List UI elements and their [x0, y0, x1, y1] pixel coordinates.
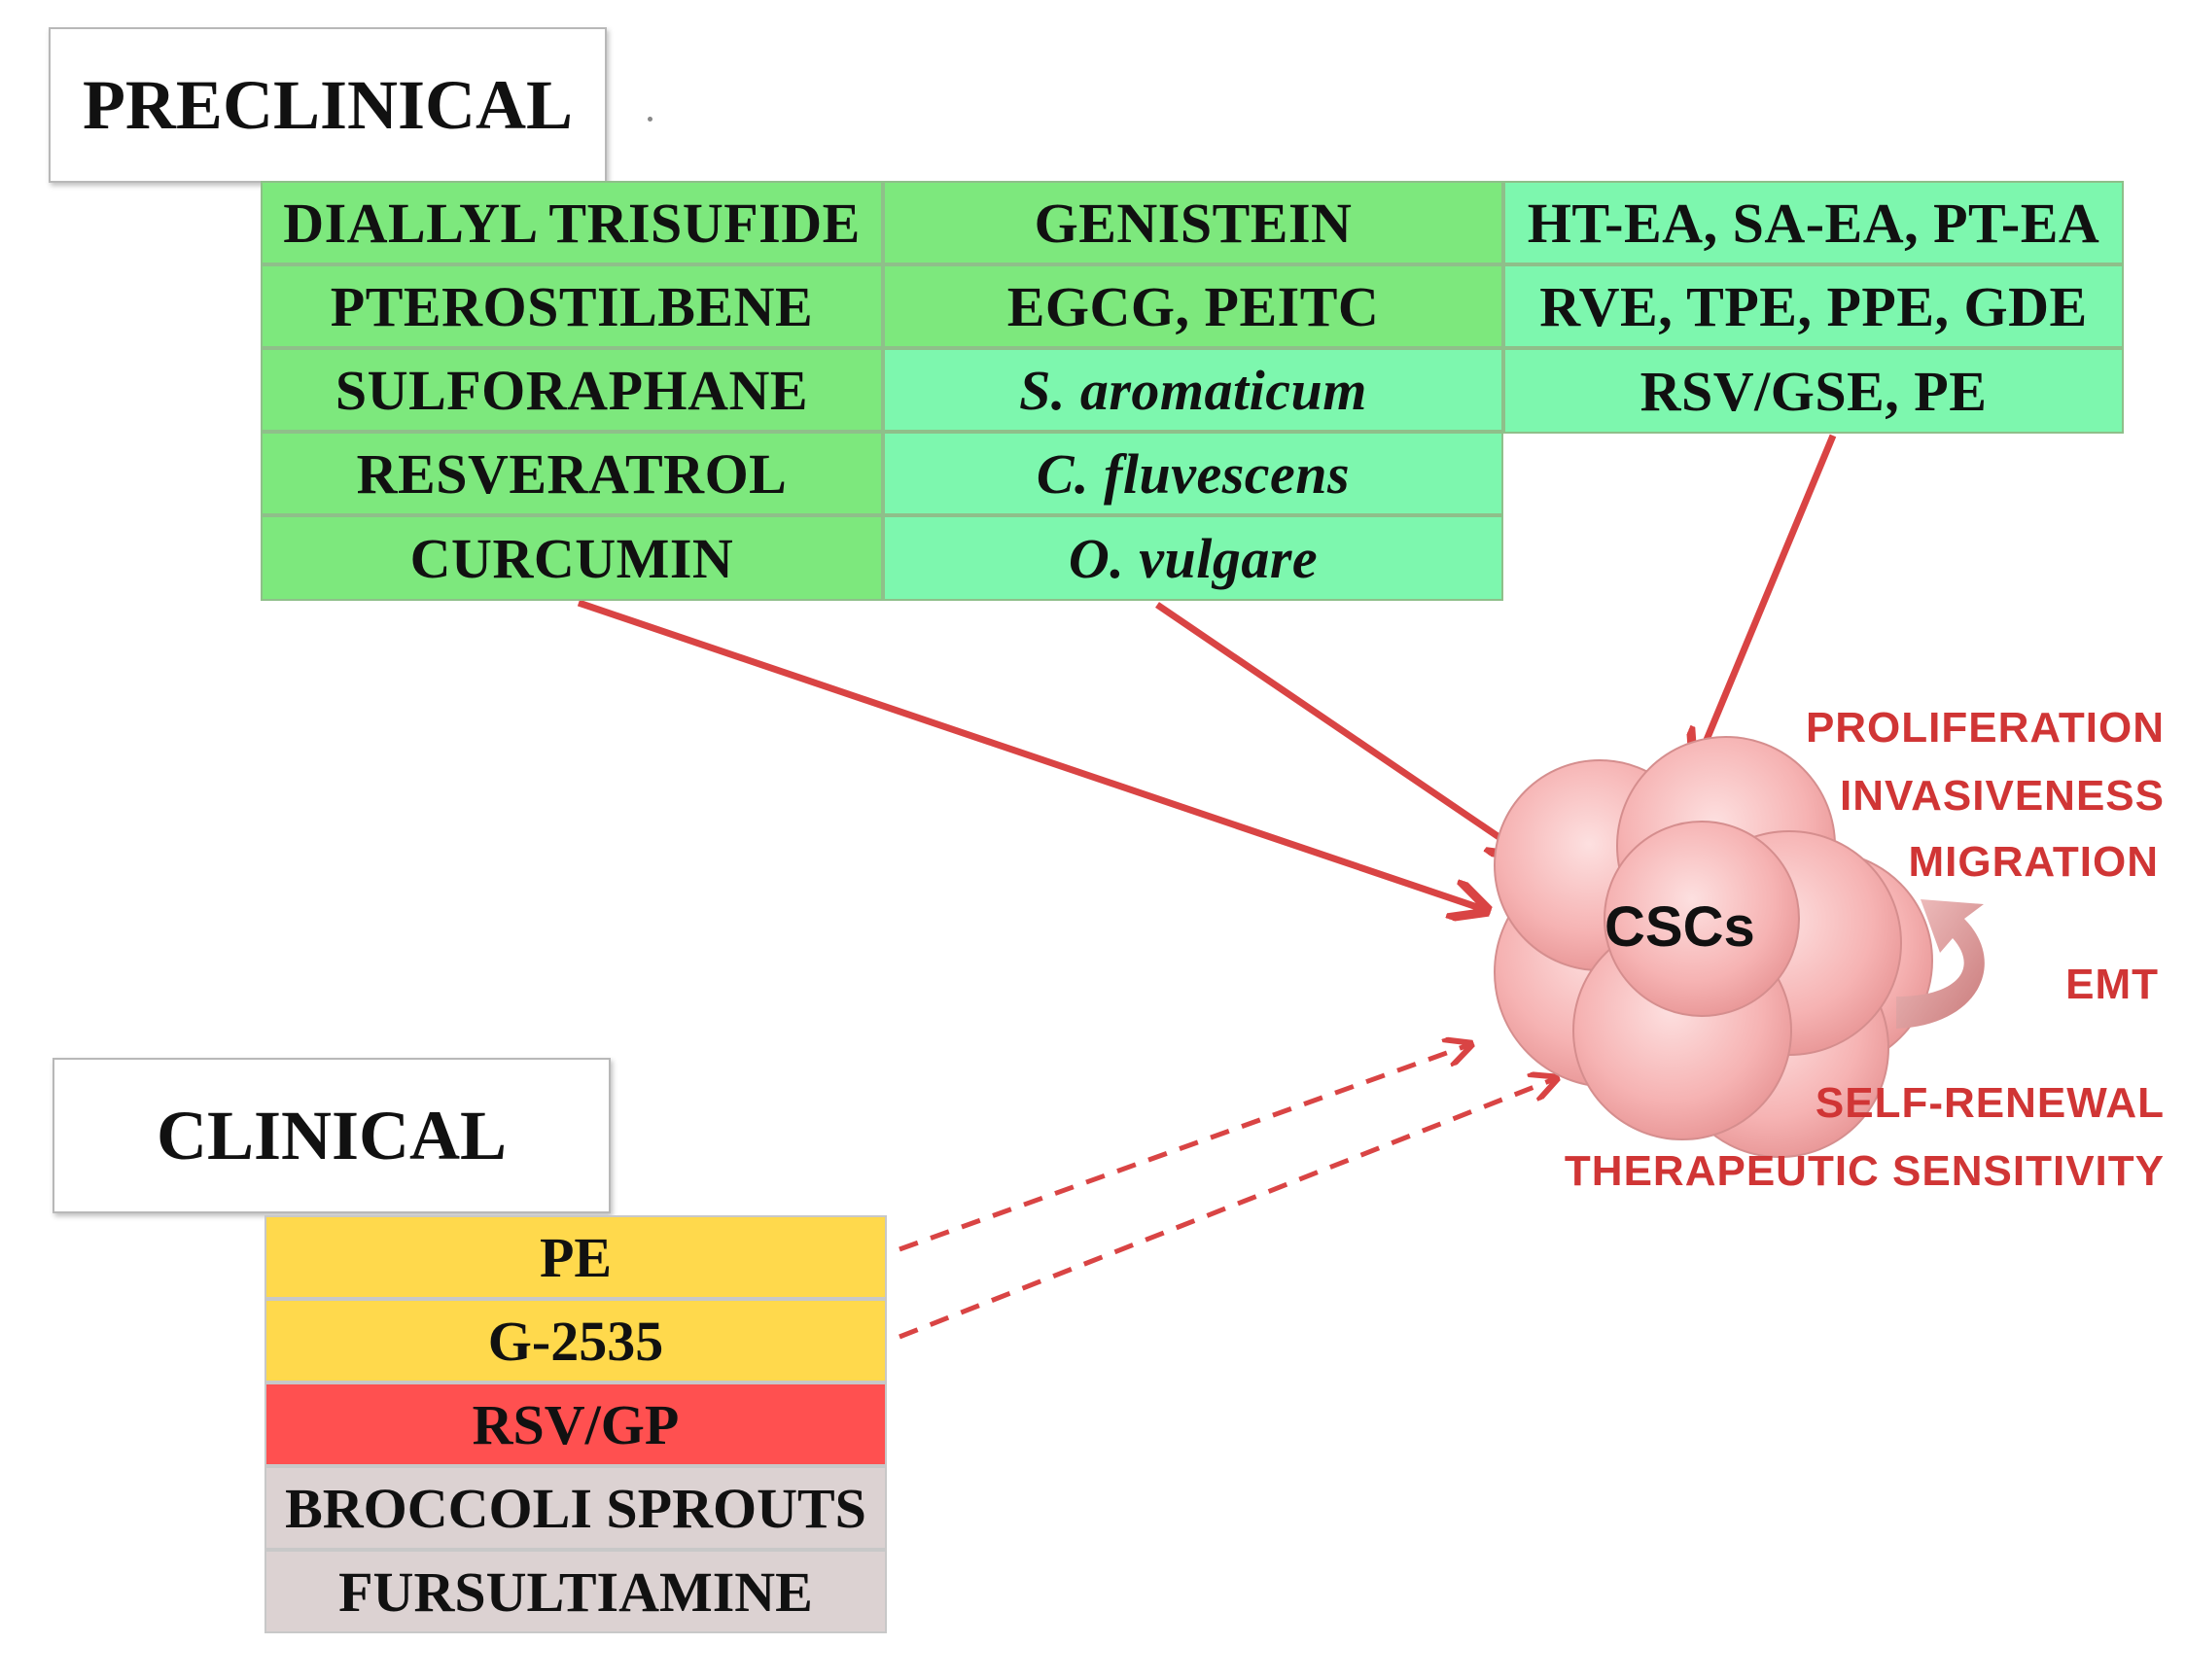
effect-migration: MIGRATION: [1908, 838, 2159, 886]
effect-therapeutic-sensitivity: THERAPEUTIC SENSITIVITY: [1564, 1147, 2165, 1195]
preclinical-col1-row5: CURCUMIN: [261, 515, 883, 601]
effect-emt: EMT: [2065, 961, 2159, 1008]
preclinical-col2-row4: C. fluvescens: [883, 432, 1503, 515]
preclinical-col3-row3: RSV/GSE, PE: [1503, 348, 2124, 434]
effect-invasiveness: INVASIVENESS: [1840, 772, 2165, 820]
preclinical-col1-row1: DIALLYL TRISUFIDE: [261, 181, 883, 264]
clinical-item-broccoli-sprouts: BROCCOLI SPROUTS: [264, 1466, 887, 1550]
cscs-label: CSCs: [1604, 895, 1755, 959]
clinical-item-fursultiamine: FURSULTIAMINE: [264, 1550, 887, 1633]
dashed-arrow-pe-to-cscs: [899, 1045, 1468, 1252]
preclinical-col1-row2: PTEROSTILBENE: [261, 264, 883, 348]
preclinical-col3-row1: HT-EA, SA-EA, PT-EA: [1503, 181, 2124, 264]
csc-cell-cluster: [1494, 736, 1933, 1158]
clinical-item-g2535: G-2535: [264, 1299, 887, 1382]
arrow-extracts-to-cscs: [1697, 434, 1837, 763]
clinical-item-pe: PE: [264, 1215, 887, 1299]
preclinical-label: PRECLINICAL: [49, 27, 607, 183]
preclinical-col3-row2: RVE, TPE, PPE, GDE: [1503, 264, 2124, 348]
preclinical-col2-row3: S. aromaticum: [883, 348, 1503, 432]
preclinical-col1-row3: SULFORAPHANE: [261, 348, 883, 432]
decorative-dot: [648, 117, 652, 122]
preclinical-col2-row1: GENISTEIN: [883, 181, 1503, 264]
preclinical-col1-row4: RESVERATROL: [261, 432, 883, 515]
emt-curl-arrow: [1896, 899, 1985, 1029]
arrow-curcumin-to-cscs: [577, 599, 1483, 909]
clinical-label: CLINICAL: [53, 1058, 611, 1213]
clinical-item-rsv-gp: RSV/GP: [264, 1382, 887, 1466]
preclinical-col2-row5: O. vulgare: [883, 515, 1503, 601]
effect-self-renewal: SELF-RENEWAL: [1815, 1079, 2165, 1127]
dashed-arrow-g2535-to-cscs: [899, 1079, 1554, 1340]
preclinical-col2-row2: EGCG, PEITC: [883, 264, 1503, 348]
arrow-ovulgare-to-cscs: [1155, 602, 1522, 853]
effect-proliferation: PROLIFERATION: [1805, 704, 2165, 752]
